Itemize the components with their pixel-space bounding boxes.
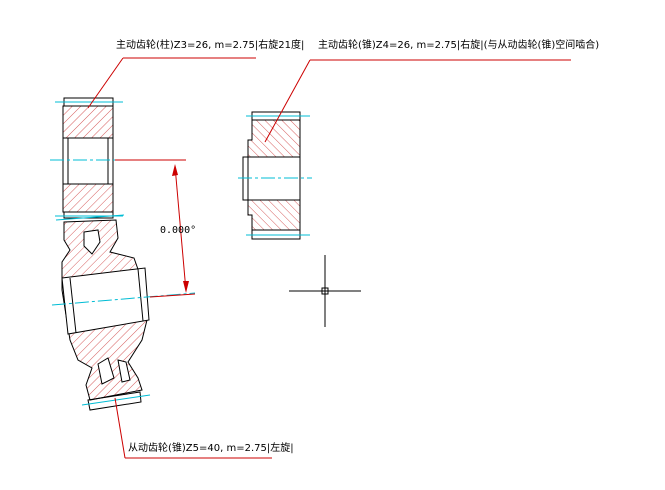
crosshair-cursor[interactable]: [289, 255, 361, 327]
gear-z3-bore: [62, 137, 114, 185]
leader-z4[interactable]: 主动齿轮(锥)Z4=26, m=2.75|右旋|(与从动齿轮(锥)空间啮合): [264, 38, 599, 143]
dimension-extension-bottom: [149, 293, 196, 298]
bevel-gear-z5[interactable]: [51, 214, 196, 411]
gear-z5-upper-relief: [83, 229, 101, 255]
crosshair-pickbox: [321, 287, 329, 295]
dimension-arrow-bottom: [183, 281, 189, 293]
dimension-arrow-top: [172, 164, 178, 176]
spur-gear-z3[interactable]: [50, 97, 185, 219]
gear-z5-lower-relief: [97, 357, 115, 385]
gear-z3-bottom-tooth: [63, 211, 114, 219]
label-gear-z5: 从动齿轮(锥)Z5=40, m=2.75|左旋|: [128, 441, 294, 454]
leader-z3-line: [87, 57, 124, 109]
gear-z5-lower-relief-2: [117, 359, 131, 383]
angle-value-text: 0.000°: [160, 225, 196, 236]
angle-dimension[interactable]: 0.000°: [115, 159, 196, 298]
label-gear-z3: 主动齿轮(柱)Z3=26, m=2.75|右旋21度|: [116, 38, 304, 51]
leader-z4-line: [264, 59, 311, 143]
leader-z3[interactable]: 主动齿轮(柱)Z3=26, m=2.75|右旋21度|: [87, 38, 304, 109]
gear-z5-bottom-tooth: [87, 391, 142, 411]
leader-z5-line: [114, 397, 126, 459]
dimension-line: [174, 165, 187, 292]
leader-z5[interactable]: 从动齿轮(锥)Z5=40, m=2.75|左旋|: [114, 397, 294, 459]
gear-z5-pitch-line-bottom: [81, 394, 151, 406]
gear-z3-lower-section: [62, 183, 114, 213]
gear-z3-upper-section: [62, 105, 114, 139]
gear-z4-lower-section: [247, 199, 301, 231]
gear-z5-pitch-line-top: [55, 214, 125, 221]
label-gear-z4: 主动齿轮(锥)Z4=26, m=2.75|右旋|(与从动齿轮(锥)空间啮合): [318, 38, 599, 51]
gear-z5-axis: [51, 292, 196, 306]
bevel-gear-z4[interactable]: [238, 111, 312, 240]
